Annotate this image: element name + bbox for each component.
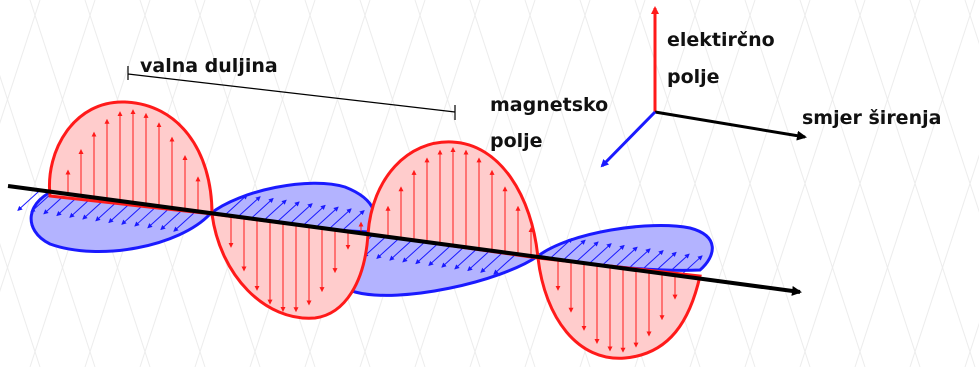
propagation-axis-arrow (654, 110, 807, 141)
electric-field-wave (47, 100, 702, 360)
electric-lobe-4 (536, 256, 702, 360)
electric-field-label-line2: polje (667, 66, 720, 88)
propagation-direction-label: smjer širenja (802, 107, 941, 129)
wavelength-bracket (127, 66, 456, 120)
electric-lobe-2 (210, 212, 370, 320)
electric-lobe-1 (47, 100, 214, 216)
electric-field-vectors (65, 109, 678, 353)
magnetic-field-label-line1: magnetsko (490, 94, 608, 116)
magnetic-axis-arrow (600, 110, 657, 168)
magnetic-field-label-line2: polje (490, 130, 543, 152)
electric-field-label-line1: elektirčno (667, 29, 775, 51)
wavelength-label: valna duljina (140, 55, 278, 77)
propagation-axis (7, 184, 802, 296)
coordinate-axes (600, 6, 807, 168)
